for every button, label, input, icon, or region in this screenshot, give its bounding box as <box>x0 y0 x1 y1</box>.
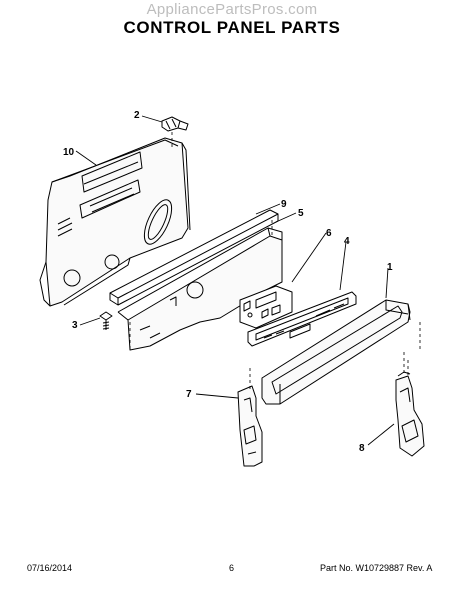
page-title: CONTROL PANEL PARTS <box>123 18 341 37</box>
part-3-screw <box>99 311 113 330</box>
footer-date: 07/16/2014 <box>27 563 73 573</box>
part-4-overlay <box>247 291 357 347</box>
watermark: AppliancePartsPros.com <box>146 1 318 18</box>
footer-page-number: 6 <box>229 563 235 573</box>
callout-4: 4 <box>344 236 350 247</box>
callout-6: 6 <box>326 228 332 239</box>
part-1-console <box>261 299 411 405</box>
callout-5: 5 <box>298 208 304 219</box>
part-2-clip <box>161 116 189 132</box>
footer-part-number: Part No. W10729887 Rev. A <box>320 563 433 573</box>
part-9-trim-strip <box>109 209 279 306</box>
callout-1: 1 <box>387 262 393 273</box>
callout-7: 7 <box>186 389 192 400</box>
callout-8: 8 <box>359 443 365 454</box>
part-5-bracket <box>117 227 283 351</box>
part-10-panel-back <box>39 137 191 307</box>
callout-9: 9 <box>281 199 287 210</box>
part-7-end-bracket <box>237 385 263 467</box>
callout-3: 3 <box>72 320 78 331</box>
part-8-end-bracket <box>395 371 425 457</box>
part-6-control-board <box>239 285 293 329</box>
callout-10: 10 <box>63 147 75 158</box>
callout-2: 2 <box>134 110 140 121</box>
